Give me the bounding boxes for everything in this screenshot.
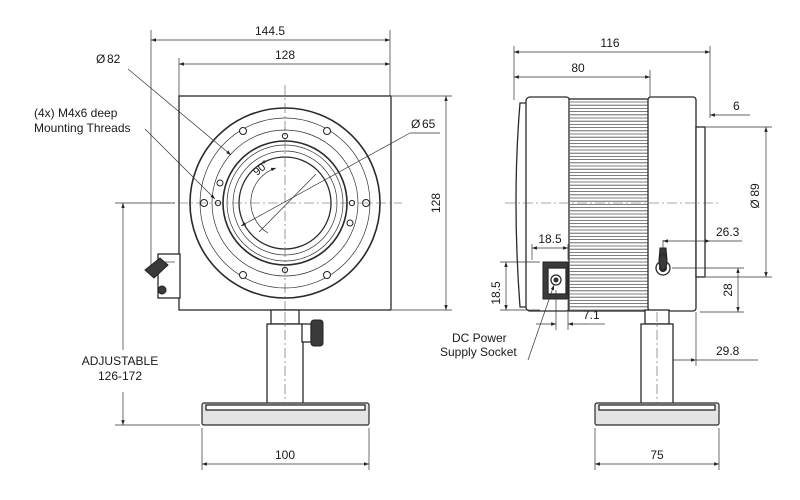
dc-power-callout: DC Power Supply Socket xyxy=(440,284,555,361)
dim-adjustable: ADJUSTABLE 126-172 xyxy=(70,202,200,426)
dim-inner-diameter: Ø 65 xyxy=(240,117,440,227)
dim-socket-height: 18.5 xyxy=(489,281,503,305)
threads-label-line2: Mounting Threads xyxy=(34,121,131,135)
dim-front-width: 128 xyxy=(275,48,295,62)
dim-height-29-8: 29.8 xyxy=(716,344,740,358)
threads-label-line1: (4x) M4x6 deep xyxy=(34,106,118,120)
dim-height-28: 28 xyxy=(721,283,735,297)
dc-power-socket xyxy=(542,261,569,300)
toggle-switch xyxy=(655,247,671,276)
front-post xyxy=(266,309,324,410)
dim-outer-diameter: Ø 82 xyxy=(96,52,232,156)
side-view: 116 80 6 xyxy=(440,36,772,470)
threads-callout: (4x) M4x6 deep Mounting Threads xyxy=(34,106,216,200)
diameter-symbol-82: Ø xyxy=(96,52,105,66)
dim-base-side: 75 xyxy=(594,428,720,470)
power-label-line1: DC Power xyxy=(452,331,507,345)
dim-flange: 6 xyxy=(733,99,740,113)
dim-socket-width: 18.5 xyxy=(538,232,562,246)
side-rear-housing xyxy=(647,96,697,312)
dim-depth-body: 80 xyxy=(571,61,585,75)
side-rear-flange xyxy=(695,126,706,278)
side-post xyxy=(640,309,674,410)
side-base xyxy=(594,402,720,426)
base-side-value: 75 xyxy=(650,448,664,462)
front-view: 144.5 128 128 xyxy=(34,24,452,470)
dim-overall-width: 144.5 xyxy=(255,24,285,38)
dim-socket-offset: 7.1 xyxy=(583,308,600,322)
front-base xyxy=(201,402,370,426)
diameter-symbol-65: Ø xyxy=(411,117,420,131)
dim-post-offset: 26.3 xyxy=(716,225,740,239)
dim-front-height: 128 xyxy=(429,193,443,213)
front-side-connector xyxy=(144,253,181,299)
screw-holes xyxy=(200,127,370,279)
adjustable-label-line2: 126-172 xyxy=(98,369,142,383)
base-front-value: 100 xyxy=(275,448,295,462)
dim-base-front: 100 xyxy=(201,428,370,470)
dim-side-diameter: 89 xyxy=(748,183,762,197)
outer-diameter-value: 82 xyxy=(107,52,121,66)
side-diameter-symbol: Ø xyxy=(748,199,762,208)
power-label-line2: Supply Socket xyxy=(440,345,517,359)
adjustable-label-line1: ADJUSTABLE xyxy=(82,354,158,368)
dim-depth-total: 116 xyxy=(600,36,619,50)
side-front-lens xyxy=(515,102,528,308)
heat-sink-fins xyxy=(570,101,648,311)
inner-diameter-value: 65 xyxy=(422,117,436,131)
